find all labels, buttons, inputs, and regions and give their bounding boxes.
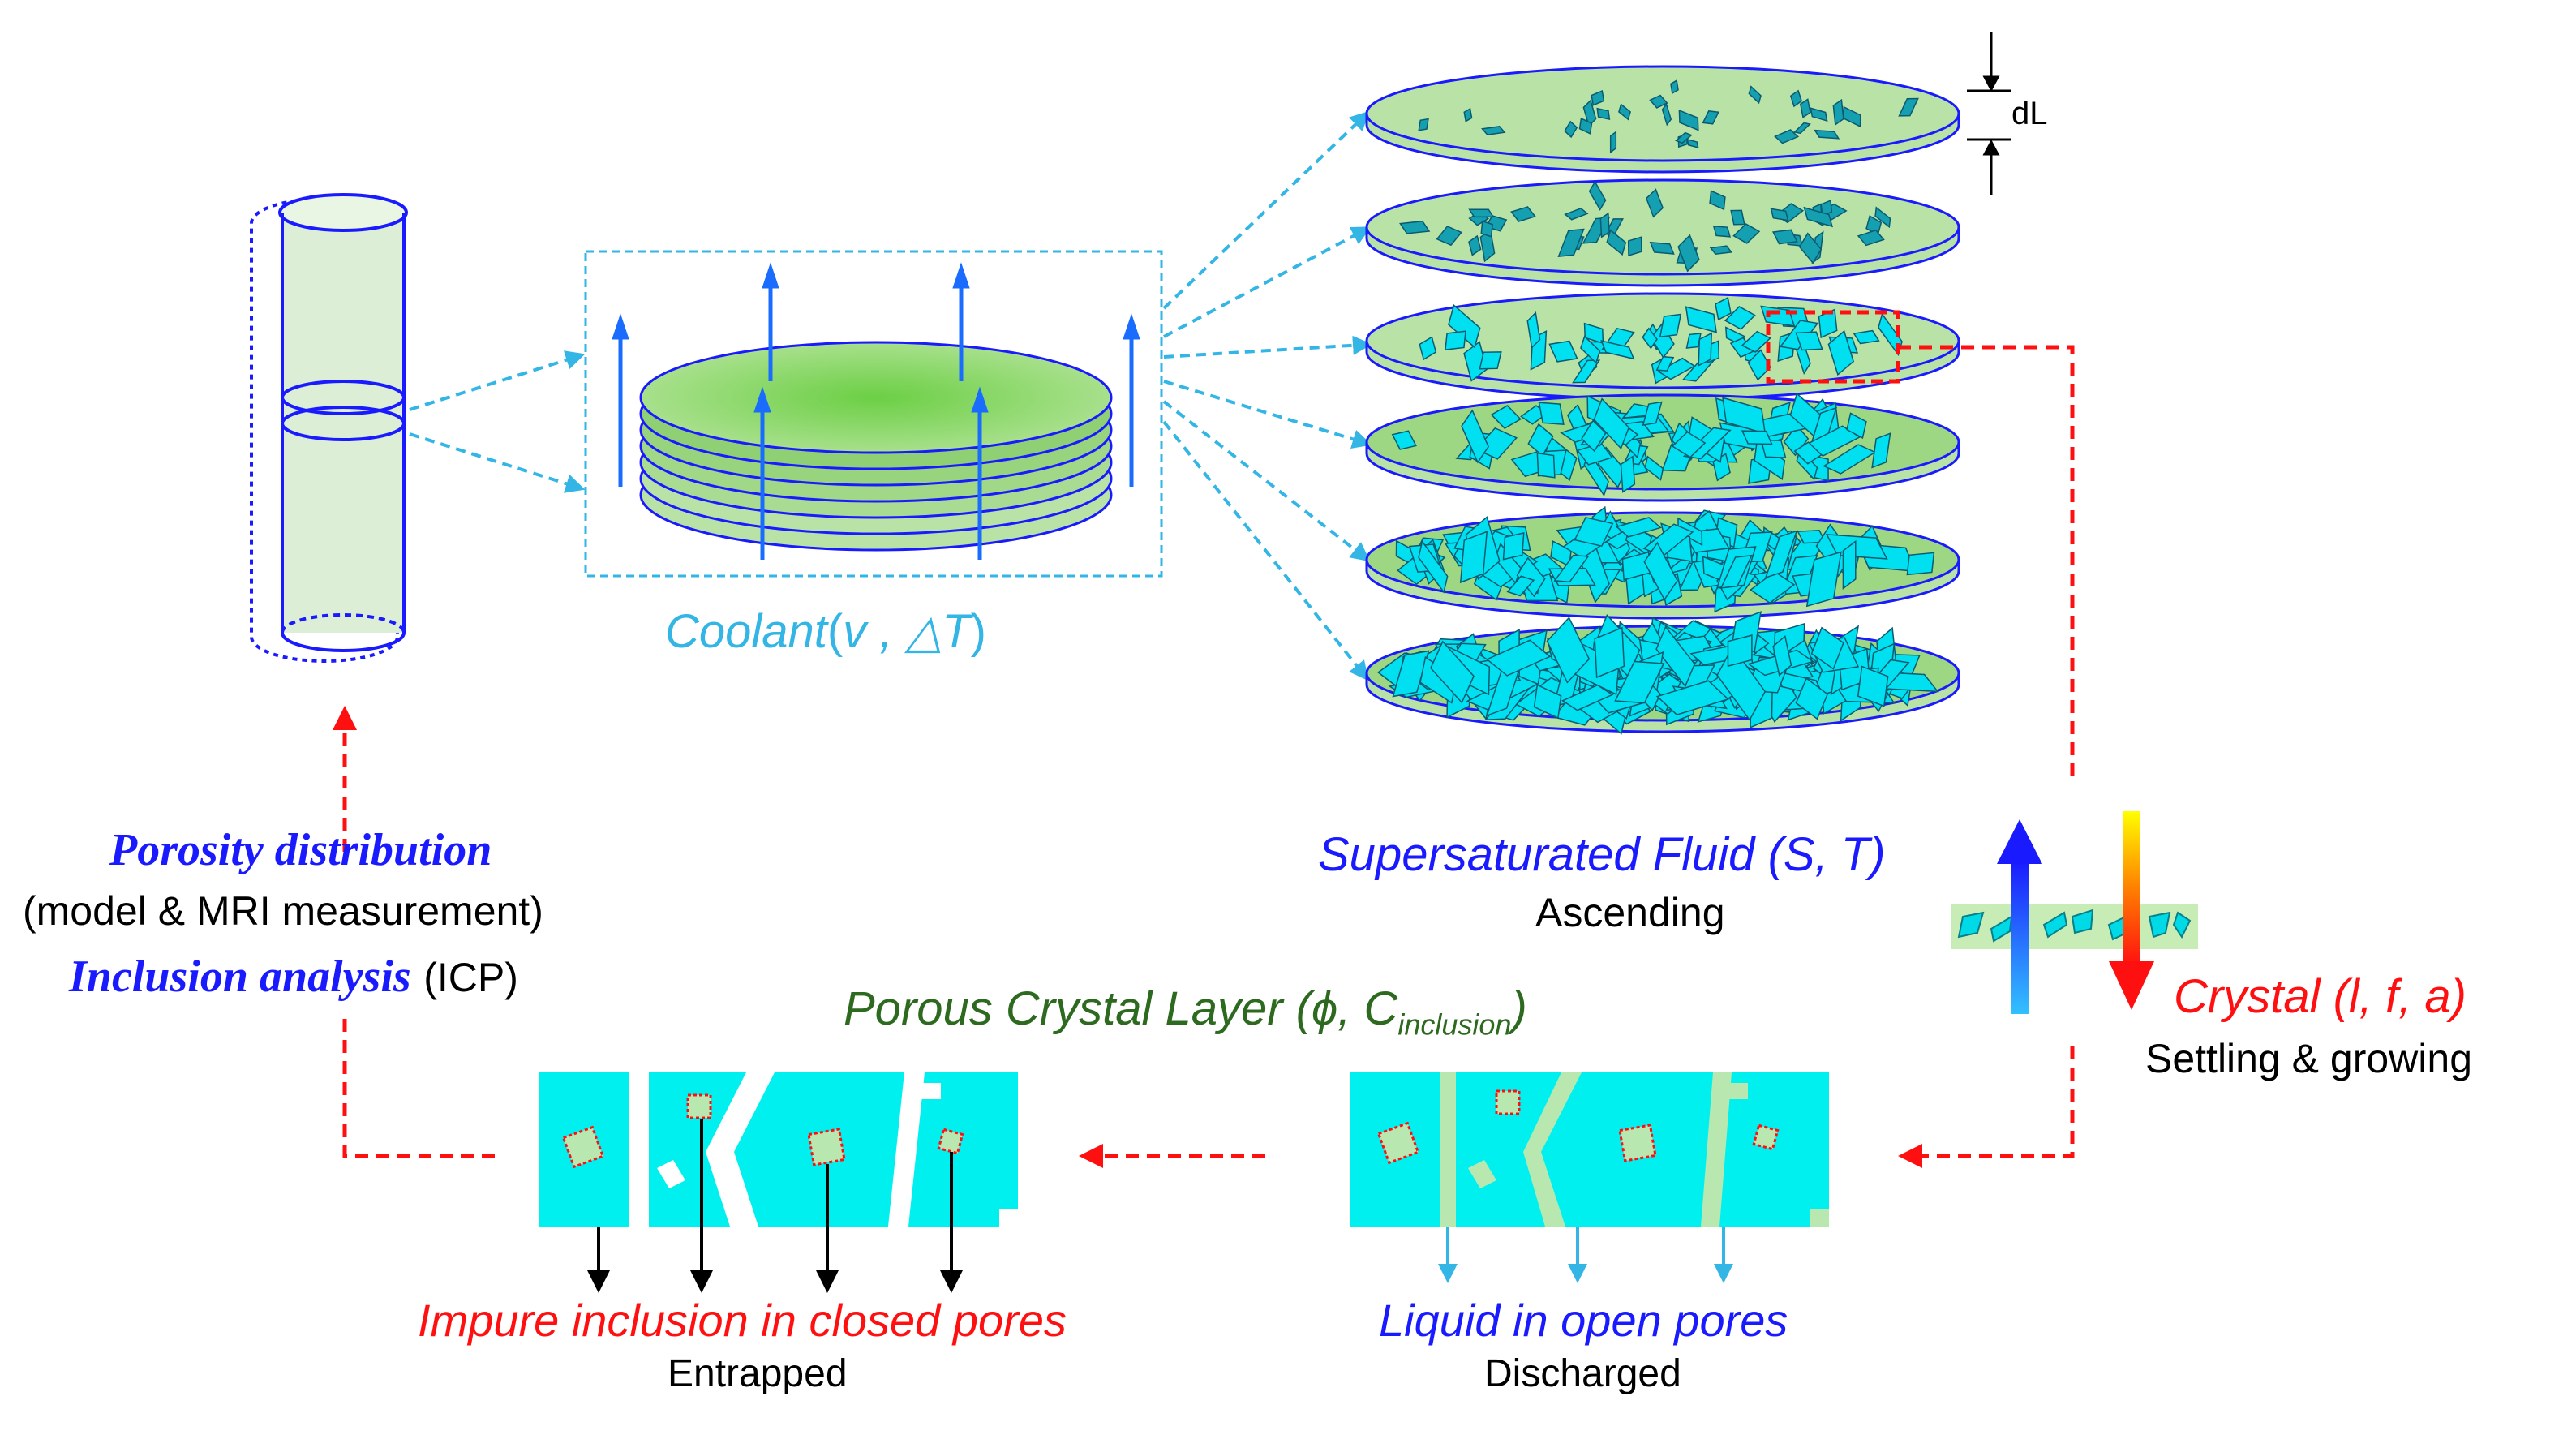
closed-pore-down-arrows xyxy=(587,1119,963,1293)
crystal-layer-disk xyxy=(1365,65,1960,174)
coolant-box xyxy=(584,250,1163,578)
crystal-layer-disk xyxy=(1365,178,1960,287)
coolant-label: Coolant(v , △T) xyxy=(665,605,986,658)
inclusion-analysis-label: Inclusion analysis (ICP) xyxy=(69,952,518,1002)
dl-label: dL xyxy=(2011,96,2048,131)
liquid-open-pores-label: Liquid in open pores xyxy=(1379,1295,1788,1346)
settling-label: Settling & growing xyxy=(2145,1036,2473,1081)
porous-crystal-layer-label: Porous Crystal Layer (ϕ, Cinclusion) xyxy=(844,982,1527,1042)
crystal-layer-disk xyxy=(1365,292,1960,401)
stacked-disks-icon xyxy=(639,341,1113,552)
layer-disks xyxy=(1365,65,1960,735)
ascending-label: Ascending xyxy=(1535,890,1725,935)
crystal-layer-disk xyxy=(1365,505,1960,620)
coolant-flow-arrows xyxy=(612,262,1140,560)
discharged-label: Discharged xyxy=(1484,1352,1681,1395)
crystal-layer-disk xyxy=(1365,611,1960,735)
model-mri-label: (model & MRI measurement) xyxy=(23,888,543,934)
coolant-to-layers-arrows xyxy=(1162,110,1372,681)
flow-direction-arrows xyxy=(1951,811,2198,1014)
column-icon xyxy=(250,193,408,663)
crystal-layer-disk xyxy=(1365,393,1960,502)
open-pore-down-arrows xyxy=(1438,1227,1733,1283)
impure-inclusion-label: Impure inclusion in closed pores xyxy=(418,1295,1067,1346)
entrapped-label: Entrapped xyxy=(668,1352,848,1395)
dl-indicator xyxy=(1967,32,2011,195)
crystal-label: Crystal (l, f, a) xyxy=(2174,970,2467,1023)
red-flow-arrows xyxy=(333,345,2075,1168)
porosity-distribution-label: Porosity distribution xyxy=(109,825,492,875)
column-to-coolant-arrows xyxy=(409,350,586,493)
supersaturated-label: Supersaturated Fluid (S, T) xyxy=(1318,828,1886,881)
closed-pores-block xyxy=(539,1072,1018,1227)
open-pores-block xyxy=(1350,1072,1829,1227)
